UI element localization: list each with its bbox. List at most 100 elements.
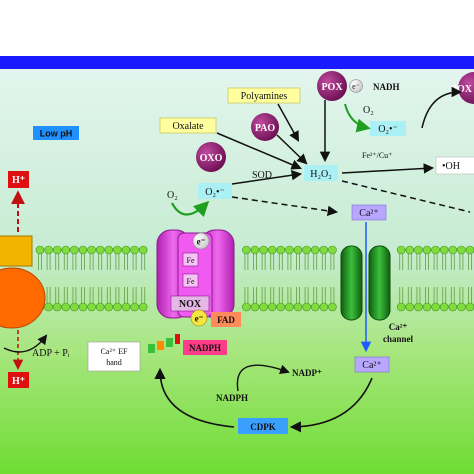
fe-box-2 [182,273,199,288]
lipid-head [250,302,260,312]
lipid-head [61,245,71,255]
pao-label: PAO [255,123,276,134]
lipid-head [130,245,139,255]
lipid-head [121,302,131,312]
lipid-head [242,302,251,312]
lipid-head [310,245,320,255]
lipid-head [61,302,71,312]
lipid-head [267,302,277,312]
lipid-head [439,302,449,312]
lipid-head [276,245,286,255]
superoxide-diffusion-arrow [231,196,339,216]
lipid-head [422,302,432,312]
lipid-head [113,245,122,255]
nadp-label: NADP⁺ [292,368,322,378]
lipid-head [138,302,148,312]
low-ph-box [33,126,79,140]
lipid-head [422,245,432,255]
ca-channel [340,245,391,321]
pox-enzyme-1 [317,71,347,101]
lipid-head [130,302,139,312]
lipid-head [319,302,329,312]
hydroxyl-label: •OH [442,161,460,172]
electron-pox [349,79,363,93]
cell-wall-band [0,56,474,69]
sod-label: SOD [252,170,272,181]
fe-label-1: Fe [187,256,195,265]
lipid-head [276,302,286,312]
adp-label: ADP + Pᵢ [32,348,70,359]
electron-nox-top-label: e⁻ [197,237,206,247]
ca-top-label: Ca²⁺ [359,208,378,219]
oxalate-box [159,117,217,134]
lipid-head [70,302,79,312]
fad-label: FAD [217,315,235,325]
lipid-head [44,245,53,255]
lipid-head [138,245,148,255]
lipid-head [396,245,406,255]
ca-ef-hand-label-1: Ca²⁺ EF [101,347,128,356]
lipid-head [302,302,311,312]
lipid-head [293,302,303,312]
lipid-head [405,245,415,255]
nox-label: NOX [179,299,202,310]
electron-nox-bottom [190,309,208,327]
cdpk-label: CDPK [250,422,276,432]
lipid-head [95,245,105,255]
lipid-head [431,245,440,255]
h2o2-diffusion-arrow [341,180,471,213]
lipid-head [439,245,449,255]
lipid-head [87,302,96,312]
h-plus-bottom-box [8,372,29,388]
lipid-head [457,302,466,312]
lipid-head [121,245,131,255]
nadph-box-label: NADPH [189,343,221,353]
lipid-head [285,245,294,255]
lipid-head [242,245,251,255]
nadph-oxidation-arrow [236,364,290,392]
lipid-head [465,302,474,312]
lipid-head [70,245,79,255]
pox-superoxide-arrow [344,103,371,133]
nox-superoxide-arrow [171,200,210,218]
pao-enzyme [251,113,279,141]
nadph-label: NADPH [216,393,248,403]
ca-bottom-label: Ca²⁺ [362,360,381,371]
lipid-head [302,245,311,255]
fenton-arrow [341,163,435,174]
lipid-head [319,245,329,255]
polyamines-label: Polyamines [241,91,288,102]
fad-box [211,312,241,327]
superoxide-to-pox-arrow [421,86,463,129]
superoxide-left-label: O₂•⁻ [205,187,225,198]
o2-left-label: O₂ [167,190,178,201]
ef-hand-motif [148,334,180,353]
lipid-head [35,245,45,255]
plasma-membrane [35,245,474,312]
nox-box [170,295,210,312]
lipid-head [52,245,62,255]
o2-top-label: O₂ [363,105,374,116]
atp-hydrolysis-arrow [3,334,48,353]
lipid-head [328,245,337,255]
electron-nox-bottom-label: e⁻ [195,314,204,324]
lipid-head [293,245,303,255]
sod-arrow [231,170,303,185]
lipid-head [104,245,114,255]
superoxide-left-box [198,183,232,199]
low-ph-label: Low pH [40,129,73,139]
oxo-enzyme [196,142,226,172]
lipid-head [465,245,474,255]
fe-cu-label: Fe²⁺/Cu⁺ [362,151,392,160]
lipid-head [396,302,406,312]
polyamines-box [227,87,301,104]
h-atpase [0,235,46,329]
oxalate-label: Oxalate [172,121,204,132]
ca-to-cdpk-arrow [289,377,373,433]
cdpk-box [238,418,288,434]
ca-ef-hand-label-2: hand [106,358,122,367]
lipid-head [267,245,277,255]
cdpk-to-nox-arrow [154,367,235,428]
h-plus-bottom-label: H⁺ [12,376,25,387]
lipid-head [310,302,320,312]
